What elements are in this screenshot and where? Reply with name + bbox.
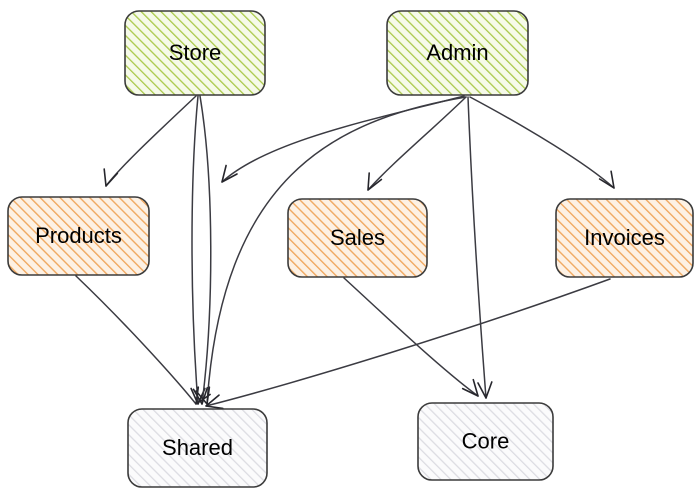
edge-line (191, 95, 199, 405)
node-invoices[interactable]: Invoices (555, 198, 694, 278)
edge-admin-to-products (221, 95, 465, 183)
edge-line (75, 275, 197, 405)
node-box-products[interactable] (7, 196, 150, 276)
node-box-store[interactable] (124, 10, 266, 96)
edge-line (467, 96, 487, 399)
edge-line (343, 277, 479, 397)
arrowhead-icon (221, 164, 238, 183)
arrowhead-icon (192, 387, 209, 405)
node-sales[interactable]: Sales (287, 198, 428, 278)
node-shared[interactable]: Shared (127, 408, 268, 488)
arrowhead-icon (598, 170, 615, 189)
arrowhead-icon (477, 381, 493, 399)
edge-sales-to-core (343, 277, 479, 397)
edge-products-to-shared (75, 275, 211, 405)
edge-line (105, 95, 197, 187)
node-box-invoices[interactable] (555, 198, 694, 278)
node-box-sales[interactable] (287, 198, 428, 278)
edge-invoices-to-shared (205, 278, 611, 410)
edge-line (206, 96, 467, 405)
arrowhead-icon (205, 394, 224, 410)
node-store[interactable]: Store (124, 10, 266, 96)
arrowhead-icon (103, 168, 119, 187)
edge-admin-to-sales (367, 96, 467, 191)
edge-line (367, 96, 467, 191)
arrowhead-icon (367, 172, 383, 191)
edge-admin-to-invoices (469, 96, 615, 189)
edges-layer (75, 95, 615, 410)
edge-store-to-products (103, 95, 197, 187)
node-admin[interactable]: Admin (386, 10, 529, 96)
arrowhead-icon (461, 378, 479, 397)
edge-line (469, 96, 615, 189)
edge-line (205, 278, 611, 407)
edge-admin-to-core (467, 96, 493, 399)
edge-admin-to-shared (195, 96, 467, 405)
node-box-core[interactable] (417, 402, 554, 481)
edge-line (199, 95, 212, 405)
edge-store-to-shared (190, 95, 206, 405)
edge-line (221, 95, 465, 183)
arrowhead-icon (195, 386, 211, 405)
node-products[interactable]: Products (7, 196, 150, 276)
edge-store-to-shared (192, 95, 212, 405)
node-core[interactable]: Core (417, 402, 554, 481)
arrowhead-icon (195, 386, 211, 405)
node-box-admin[interactable] (386, 10, 529, 96)
node-box-shared[interactable] (127, 408, 268, 488)
